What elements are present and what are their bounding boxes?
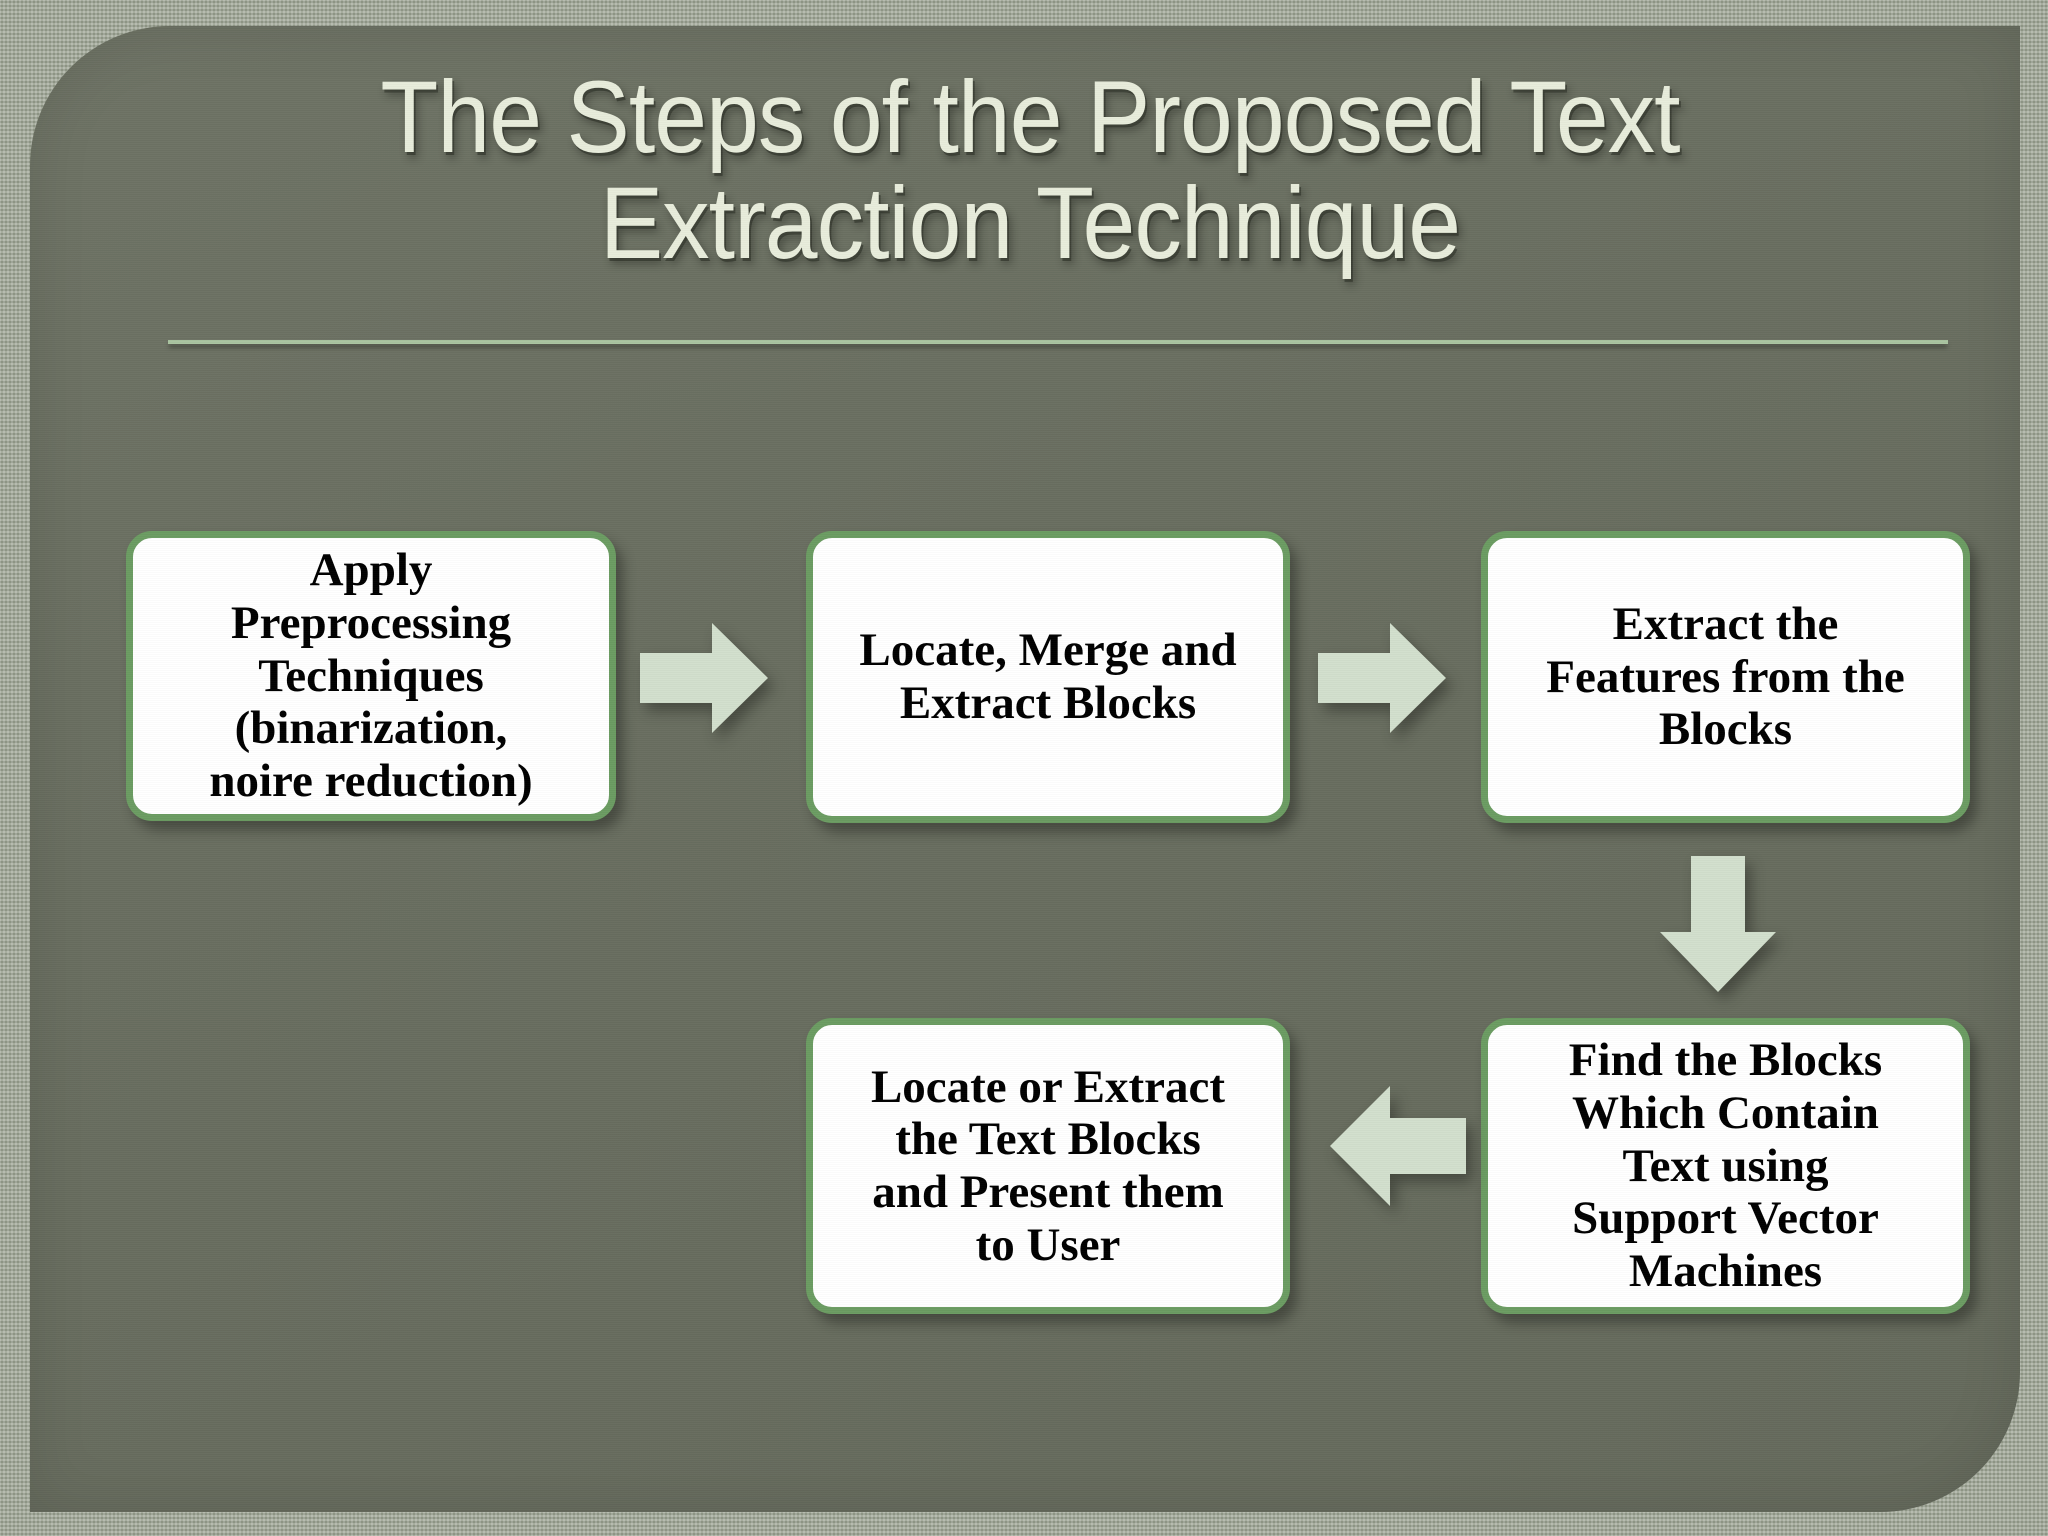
flow-box-label: Apply Preprocessing Techniques (binariza… [209, 544, 533, 807]
slide-panel: The Steps of the Proposed Text Extractio… [30, 26, 2020, 1512]
page-title: The Steps of the Proposed Text Extractio… [380, 60, 1680, 281]
flow-box-extract-features[interactable]: Extract the Features from the Blocks [1481, 531, 1970, 823]
arrow-left-icon [1330, 1086, 1466, 1206]
flow-box-locate-merge-extract[interactable]: Locate, Merge and Extract Blocks [806, 531, 1290, 823]
flow-box-svm-classify[interactable]: Find the Blocks Which Contain Text using… [1481, 1018, 1970, 1314]
arrow-right-icon [640, 623, 768, 733]
arrow-right-icon [1318, 623, 1446, 733]
flow-box-label: Locate, Merge and Extract Blocks [859, 624, 1237, 729]
flow-box-label: Find the Blocks Which Contain Text using… [1568, 1034, 1883, 1297]
arrow-down-icon [1660, 856, 1776, 992]
flow-box-preprocess[interactable]: Apply Preprocessing Techniques (binariza… [126, 531, 616, 821]
flow-box-present-to-user[interactable]: Locate or Extract the Text Blocks and Pr… [806, 1018, 1290, 1314]
title-divider [168, 340, 1948, 344]
flow-box-label: Extract the Features from the Blocks [1546, 598, 1905, 756]
flow-box-label: Locate or Extract the Text Blocks and Pr… [870, 1060, 1226, 1271]
